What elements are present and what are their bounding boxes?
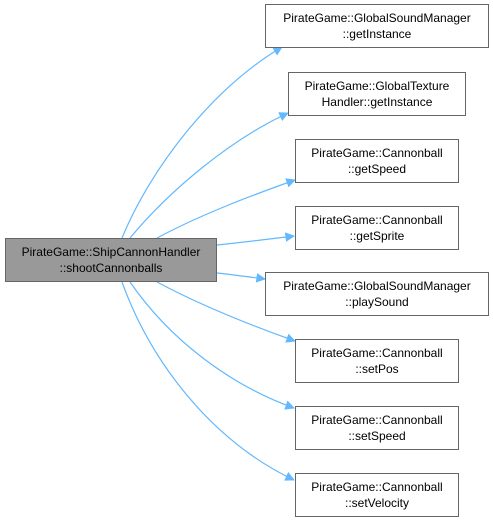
edge-to-playsound	[216, 272, 266, 283]
root-node-shootcannonballs[interactable]: PirateGame::ShipCannonHandler ::shootCan…	[5, 238, 217, 282]
node-globalsoundmanager-getinstance[interactable]: PirateGame::GlobalSoundManager ::getInst…	[265, 4, 489, 48]
edge-to-setvelocity	[121, 281, 295, 481]
node-globalsoundmanager-playsound[interactable]: PirateGame::GlobalSoundManager ::playSou…	[265, 272, 489, 316]
node-cannonball-getsprite[interactable]: PirateGame::Cannonball ::getSprite	[295, 206, 459, 250]
edge-to-getsprite	[216, 232, 295, 246]
node-line1: PirateGame::Cannonball	[311, 213, 443, 227]
node-line1: PirateGame::Cannonball	[311, 413, 443, 427]
node-line2: ::setSpeed	[348, 429, 406, 443]
node-line1: PirateGame::Cannonball	[311, 480, 443, 494]
edge-to-getinstance-sound	[121, 46, 283, 239]
node-line2: ::getSpeed	[347, 162, 407, 176]
node-cannonball-getspeed[interactable]: PirateGame::Cannonball ::getSpeed	[295, 139, 459, 183]
node-line2: ::setVelocity	[344, 496, 410, 510]
node-line1: PirateGame::Cannonball	[311, 346, 443, 360]
node-line1: PirateGame::Cannonball	[311, 146, 443, 160]
node-line2: ::getInstance	[342, 27, 412, 41]
edge-to-getinstance-texture	[129, 112, 289, 239]
root-node-line1: PirateGame::ShipCannonHandler	[21, 245, 201, 259]
node-cannonball-setspeed[interactable]: PirateGame::Cannonball ::setSpeed	[295, 406, 459, 450]
node-globaltexturehandler-getinstance[interactable]: PirateGame::GlobalTexture Handler::getIn…	[288, 72, 466, 116]
edge-to-setspeed	[129, 281, 295, 410]
edge-to-getspeed	[156, 178, 296, 239]
node-line2: ::playSound	[345, 295, 409, 309]
edge-to-setpos	[156, 281, 296, 343]
root-node-line2: ::shootCannonballs	[59, 261, 163, 275]
node-line1: PirateGame::GlobalSoundManager	[283, 279, 471, 293]
node-line1: PirateGame::GlobalTexture	[304, 79, 450, 93]
node-cannonball-setpos[interactable]: PirateGame::Cannonball ::setPos	[295, 339, 459, 383]
node-cannonball-setvelocity[interactable]: PirateGame::Cannonball ::setVelocity	[295, 473, 459, 517]
node-line1: PirateGame::GlobalSoundManager	[283, 11, 471, 25]
node-line2: ::setPos	[355, 362, 399, 376]
node-line2: ::getSprite	[349, 229, 405, 243]
node-line2: Handler::getInstance	[321, 95, 433, 109]
